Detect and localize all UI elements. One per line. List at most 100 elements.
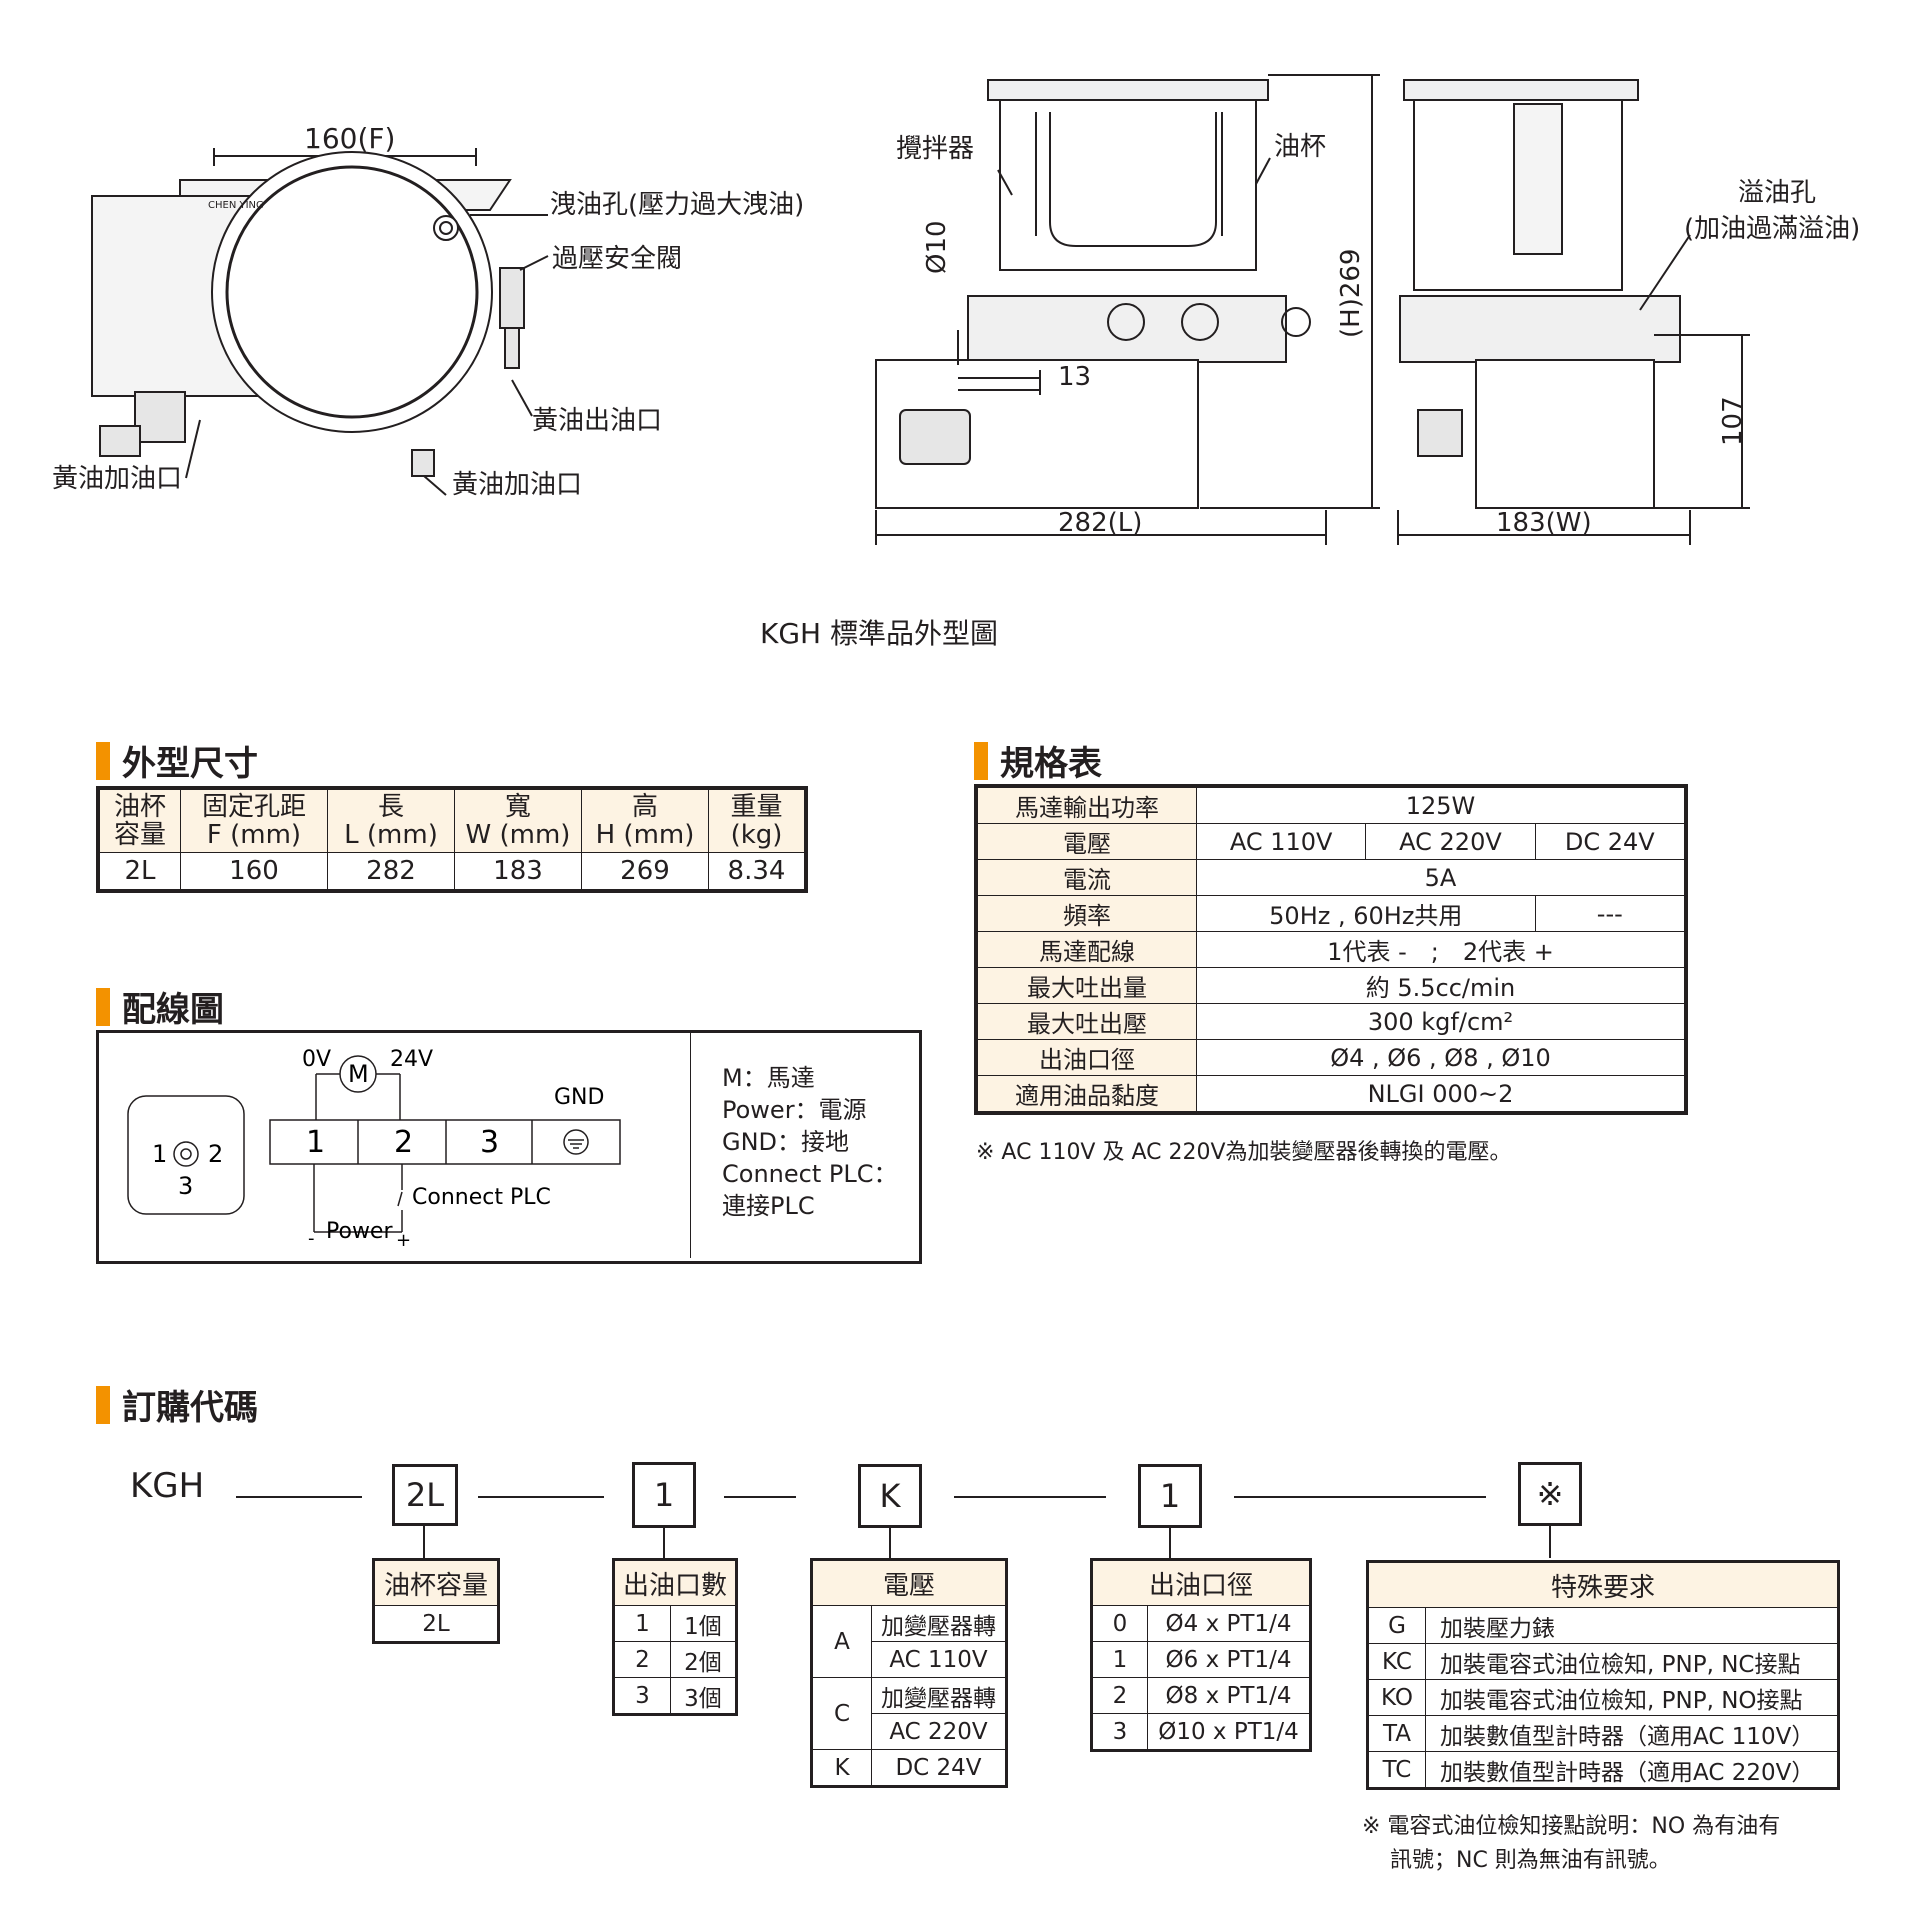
section-bar [96, 987, 110, 1026]
voltage-table-title: 電壓 [811, 1559, 1007, 1606]
special-code: KC [1367, 1643, 1426, 1680]
grease-inlet-right-label: 黃油加油口 [452, 470, 583, 500]
safety-valve-label: 過壓安全閥 [552, 244, 683, 274]
spec-value: DC 24V [1534, 823, 1687, 860]
dim-h-label: (H)269 [1336, 248, 1366, 338]
dim-cell-cup: 2L [97, 852, 181, 892]
gnd-label: GND [554, 1085, 604, 1110]
dim-f-label: 160(F) [304, 122, 396, 155]
spec-key: 馬達配線 [975, 931, 1197, 968]
diameter-desc: Ø10 x PT1/4 [1147, 1713, 1311, 1751]
grease-outlet-label: 黃油出油口 [532, 406, 663, 436]
v24-label: 24V [390, 1047, 433, 1072]
terminal-2: 2 [394, 1125, 413, 1160]
special-code: G [1367, 1607, 1426, 1644]
power-label: Power [326, 1219, 393, 1244]
wiring-section-title: 配線圖 [96, 982, 224, 1031]
code-box-voltage: K [858, 1464, 922, 1528]
motor-symbol: M [348, 1060, 369, 1088]
diameter-desc: Ø6 x PT1/4 [1147, 1641, 1311, 1678]
voltage-code: A [811, 1605, 872, 1678]
voltage-code: K [811, 1749, 872, 1787]
spec-value: 125W [1196, 785, 1687, 824]
spec-key: 馬達輸出功率 [975, 785, 1197, 824]
dim-cell-f: 160 [180, 852, 328, 892]
spec-value: AC 110V [1195, 823, 1367, 860]
code-box-special: ※ [1518, 1462, 1582, 1526]
spec-value: --- [1534, 895, 1687, 932]
legend-item: 連接PLC [722, 1192, 815, 1220]
dim-header-cup: 油杯容量 [97, 787, 181, 853]
overflow-label-1: 溢油孔 [1738, 178, 1817, 208]
table-row: AC 110V [812, 1641, 1007, 1678]
order-prefix: KGH [130, 1466, 205, 1506]
dim-d10-label: Ø10 [922, 220, 952, 274]
oil-cup-label: 油杯 [1274, 132, 1327, 162]
special-desc: 加裝壓力錶 [1425, 1607, 1839, 1644]
spec-section-title: 規格表 [974, 736, 1102, 785]
grease-inlet-left-label: 黃油加油口 [52, 464, 183, 494]
cup-table-title: 油杯容量 [373, 1559, 499, 1606]
legend-item: Connect PLC： [722, 1160, 898, 1188]
table-row: 最大吐出量約 5.5cc/min [975, 967, 1687, 1004]
connector-line [724, 1496, 796, 1498]
section-bar [96, 741, 110, 780]
spec-key: 電壓 [975, 823, 1197, 860]
connector-line [954, 1496, 1106, 1498]
outlets-table-title: 出油口數 [613, 1559, 737, 1606]
voltage-desc: DC 24V [871, 1749, 1007, 1787]
dimensions-title-text: 外型尺寸 [122, 744, 258, 784]
table-row: AC 220V [812, 1713, 1007, 1750]
spec-key: 最大吐出壓 [975, 1003, 1197, 1040]
spec-key: 出油口徑 [975, 1039, 1197, 1076]
dim-cell-weight: 8.34 [708, 852, 807, 892]
special-desc: 加裝電容式油位檢知, PNP, NO接點 [1425, 1679, 1839, 1716]
technical-drawing: CHEN YING [91, 74, 1750, 545]
special-desc: 加裝數值型計時器（適用AC 110V） [1425, 1715, 1839, 1752]
outlets-code: 2 [613, 1641, 671, 1678]
zero-v-label: 0V [302, 1047, 331, 1072]
brand-label: CHEN YING [208, 200, 264, 211]
special-desc: 加裝電容式油位檢知, PNP, NC接點 [1425, 1643, 1839, 1680]
spec-value: 50Hz , 60Hz共用 [1196, 895, 1536, 932]
special-desc: 加裝數值型計時器（適用AC 220V） [1425, 1751, 1839, 1789]
connector-line [663, 1528, 665, 1558]
special-code: TC [1367, 1751, 1426, 1789]
spec-note: ※ AC 110V 及 AC 220V為加裝變壓器後轉換的電壓。 [976, 1140, 1512, 1165]
wiring-title-text: 配線圖 [122, 990, 224, 1030]
terminal-1: 1 [306, 1125, 325, 1160]
voltage-desc: 加變壓器轉 [871, 1677, 1007, 1714]
legend-item: M：馬達 [722, 1064, 815, 1092]
spec-key: 適用油品黏度 [975, 1075, 1197, 1114]
legend-item: Power：電源 [722, 1096, 867, 1124]
spec-title-text: 規格表 [1000, 744, 1102, 784]
spec-value: 1代表 - ; 2代表 + [1196, 931, 1687, 968]
diameter-code: 3 [1091, 1713, 1148, 1751]
order-title-text: 訂購代碼 [122, 1388, 258, 1428]
spec-value: Ø4 , Ø6 , Ø8 , Ø10 [1196, 1039, 1687, 1076]
dim-header-weight: 重量(kg) [708, 787, 807, 853]
drawing-caption: KGH 標準品外型圖 [760, 617, 999, 650]
wiring-schematic: 0V M 24V GND 1 2 3 Connect PLC Power - +… [127, 1047, 621, 1251]
cup-table: 油杯容量 2L [372, 1558, 500, 1644]
connector-line [236, 1496, 362, 1498]
spec-value: NLGI 000~2 [1196, 1075, 1687, 1114]
code-box-outlets: 1 [632, 1462, 696, 1528]
cup-value: 2L [373, 1605, 499, 1643]
terminal-3: 3 [480, 1125, 499, 1160]
